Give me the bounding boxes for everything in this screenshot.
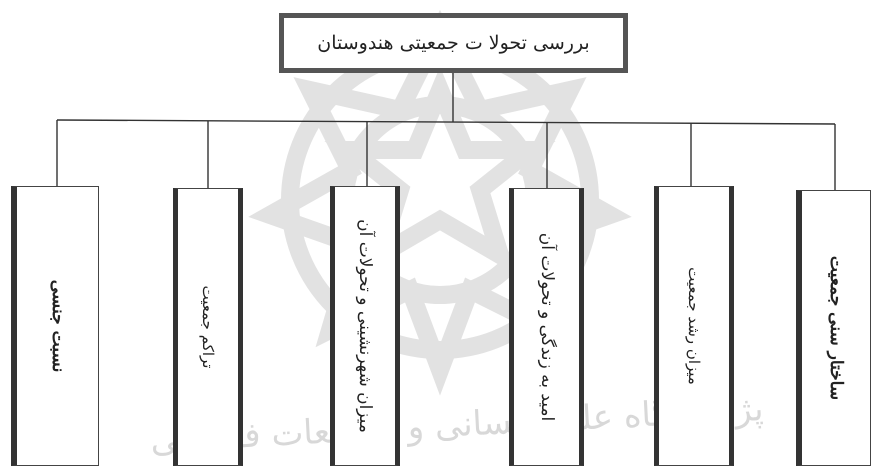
child-label: میزان شهرنشینی و تحولات آن xyxy=(355,219,375,433)
child-label: تراکم جمعیت xyxy=(199,285,217,369)
child-label: ساختار سنی جمعیت xyxy=(826,255,846,401)
child-label: میزان رشد جمعیت xyxy=(685,267,703,385)
child-node-life-expectancy: امید به زندگی و تحولات آن xyxy=(509,188,584,466)
child-label: امید به زندگی و تحولات آن xyxy=(536,232,557,422)
child-node-growth-rate: میزان رشد جمعیت xyxy=(654,186,734,466)
child-label: نسبت جنسی xyxy=(47,279,68,373)
child-node-sex-ratio: نسبت جنسی xyxy=(11,186,99,466)
root-node: بررسی تحولا ت جمعیتی هندوستان xyxy=(279,13,628,73)
child-node-urbanization: میزان شهرنشینی و تحولات آن xyxy=(330,186,400,466)
child-node-population-density: تراکم جمعیت xyxy=(173,188,243,466)
child-node-age-structure: ساختار سنی جمعیت xyxy=(796,190,871,466)
root-label: بررسی تحولا ت جمعیتی هندوستان xyxy=(317,32,590,54)
